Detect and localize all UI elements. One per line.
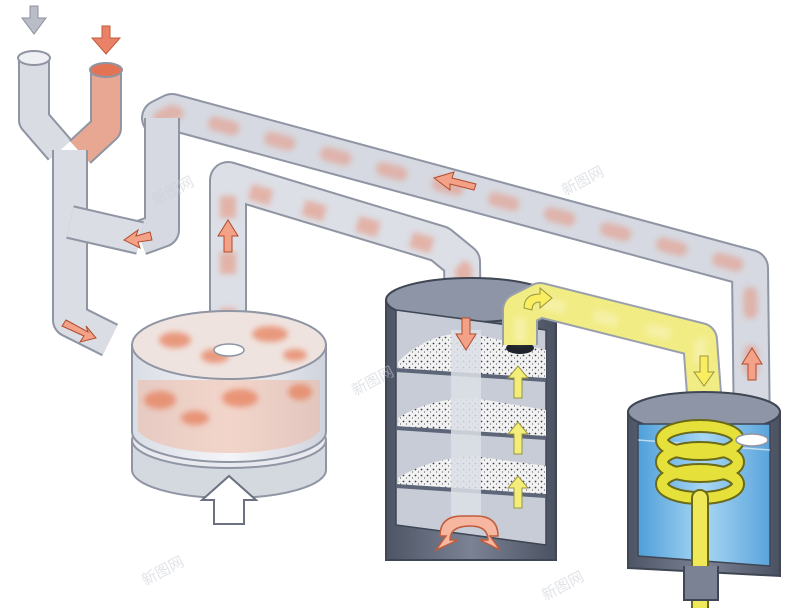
flow-arrows bbox=[21, 5, 763, 387]
gray-inlet-arrow bbox=[21, 5, 47, 35]
junction-left-arrow bbox=[123, 228, 153, 249]
tank-outlet-sleeve bbox=[683, 566, 719, 601]
return-pipe-opening bbox=[735, 433, 769, 447]
tank-return-up-arrow bbox=[741, 347, 763, 381]
return-left-arrow bbox=[432, 171, 477, 191]
filter-down-arrow bbox=[455, 317, 477, 351]
yellow-down-arrow bbox=[693, 355, 715, 387]
reactor-inlet-arrow bbox=[61, 319, 97, 343]
inlet-manifold bbox=[17, 50, 144, 357]
feed-up-arrow bbox=[199, 474, 259, 525]
warm-inlet-arrow bbox=[90, 25, 122, 55]
yellow-turn-arrow bbox=[523, 286, 553, 311]
split-outlet-arrow bbox=[433, 515, 501, 552]
reactor-up-arrow bbox=[217, 219, 239, 253]
reactor-disk bbox=[131, 310, 327, 499]
